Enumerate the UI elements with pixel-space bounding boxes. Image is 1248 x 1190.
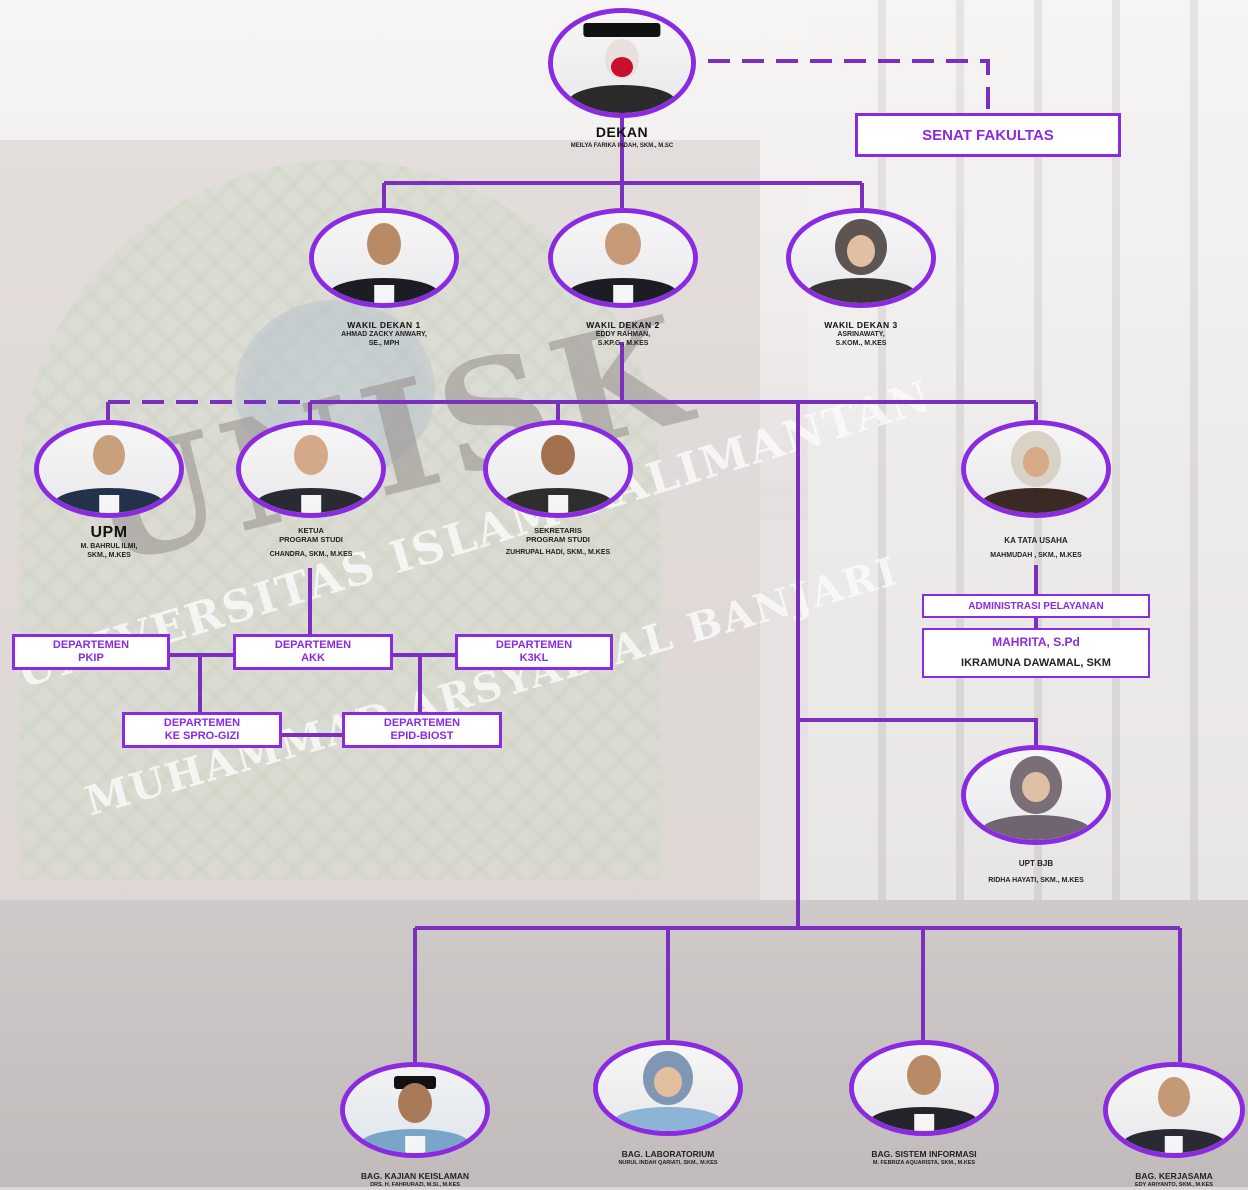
section-islamic-studies-title: BAG. KAJIAN KEISLAMAN (360, 1171, 470, 1181)
program-secretary-name: ZUHRUPAL HADI, SKM., M.Kes (505, 549, 611, 556)
upt-photo (961, 745, 1111, 845)
program-secretary-title: SEKRETARIS (534, 526, 582, 535)
section-islamic-studies[interactable]: BAG. KAJIAN KEISLAMAN DRS. H. FAHRURAZI,… (330, 1062, 500, 1190)
vice-dean-3-node[interactable]: WAKIL DEKAN 3 ASRINAWATY, S.Kom., M.Kes (786, 208, 936, 348)
admin-head-name: MAHMUDAH , SKM., M.Kes (990, 552, 1082, 559)
section-cooperation[interactable]: BAG. KERJASAMA EDY ARIYANTO, SKM., M.Kes (1100, 1062, 1248, 1190)
vice-dean-1-node[interactable]: WAKIL DEKAN 1 AHMAD ZACKY ANWARY, SE., M… (309, 208, 459, 348)
program-secretary-node[interactable]: SEKRETARIS PROGRAM STUDI ZUHRUPAL HADI, … (478, 420, 638, 557)
vice-dean-2-photo (548, 208, 698, 308)
senat-connector (708, 59, 990, 113)
dean-photo (548, 8, 696, 118)
vice-dean-1-title: WAKIL DEKAN 1 (347, 320, 421, 330)
admin-service-box[interactable]: ADMINISTRASI PELAYANAN (922, 594, 1150, 618)
admin-head-node[interactable]: KA TATA USAHA MAHMUDAH , SKM., M.Kes (950, 420, 1122, 560)
vice-dean-2-name: EDDY RAHMAN, (595, 331, 651, 338)
section-information-system[interactable]: BAG. SISTEM INFORMASI M. FEBRIZA AQUARIS… (838, 1040, 1010, 1168)
admin-staff-2: IKRAMUNA DAWAMAL, SKM (961, 657, 1111, 669)
senate-box[interactable]: SENAT FAKULTAS (855, 113, 1121, 157)
section-information-system-title: BAG. SISTEM INFORMASI (871, 1149, 977, 1159)
department-akk[interactable]: DEPARTEMEN AKK (233, 634, 393, 670)
building-base (0, 900, 1248, 1187)
upt-name: RIDHA HAYATI, SKM., M.Kes (988, 877, 1084, 884)
section-laboratory-title: BAG. LABORATORIUM (621, 1149, 715, 1159)
vice-dean-1-name: AHMAD ZACKY ANWARY, (341, 331, 427, 338)
admin-head-photo (961, 420, 1111, 518)
program-secretary-photo (483, 420, 633, 518)
vice-dean-2-node[interactable]: WAKIL DEKAN 2 EDDY RAHMAN, S.Kp.G., M.Ke… (548, 208, 698, 348)
dean-title: DEKAN (595, 124, 649, 140)
section-islamic-studies-name: DRS. H. FAHRURAZI, M.SI., M.Kes (370, 1182, 460, 1188)
vice-dean-1-photo (309, 208, 459, 308)
admin-staff-1: MAHRITA, S.Pd (992, 635, 1080, 649)
vice-dean-3-name: ASRINAWATY, (837, 331, 885, 338)
upm-photo (34, 420, 184, 518)
upm-title: UPM (90, 524, 128, 541)
section-laboratory[interactable]: BAG. LABORATORIUM NURUL INDAH QARIATI, S… (583, 1040, 753, 1168)
department-pkip[interactable]: DEPARTEMEN PKIP (12, 634, 170, 670)
vice-dean-2-title: WAKIL DEKAN 2 (586, 320, 660, 330)
department-k3kl[interactable]: DEPARTEMEN K3KL (455, 634, 613, 670)
program-head-photo (236, 420, 386, 518)
vice-dean-3-title: WAKIL DEKAN 3 (824, 320, 898, 330)
section-cooperation-name: EDY ARIYANTO, SKM., M.Kes (1135, 1182, 1213, 1188)
upm-node[interactable]: UPM M. BAHRUL ILMI, SKM., M.Kes (34, 420, 184, 560)
department-kespro-gizi[interactable]: DEPARTEMEN KE SPRO-GIZI (122, 712, 282, 748)
section-information-system-name: M. FEBRIZA AQUARISTA, SKM., M.Kes (872, 1160, 976, 1166)
section-cooperation-title: BAG. KERJASAMA (1135, 1171, 1213, 1181)
upm-name: M. BAHRUL ILMI, (80, 543, 138, 550)
dean-node[interactable]: DEKAN MEILYA FARIKA INDAH, SKM., M.Sc (548, 8, 696, 151)
section-laboratory-name: NURUL INDAH QARIATI, SKM., M.Kes (618, 1160, 718, 1166)
section-islamic-studies-photo (340, 1062, 490, 1158)
upt-node[interactable]: UPT BJB RIDHA HAYATI, SKM., M.Kes (950, 745, 1122, 885)
program-head-title: KETUA (298, 526, 324, 535)
upt-connector (798, 718, 1038, 745)
program-head-node[interactable]: KETUA PROGRAM STUDI CHANDRA, SKM., M.Kes (236, 420, 386, 559)
admin-staff-box[interactable]: MAHRITA, S.Pd IKRAMUNA DAWAMAL, SKM (922, 628, 1150, 678)
admin-head-title: KA TATA USAHA (1004, 536, 1068, 545)
program-head-name: CHANDRA, SKM., M.Kes (269, 551, 353, 558)
section-laboratory-photo (593, 1040, 743, 1136)
upt-title: UPT BJB (1018, 859, 1054, 868)
section-information-system-photo (849, 1040, 999, 1136)
department-epid-biost[interactable]: DEPARTEMEN EPID-BIOST (342, 712, 502, 748)
section-cooperation-photo (1103, 1062, 1245, 1158)
vice-dean-3-photo (786, 208, 936, 308)
dean-name: MEILYA FARIKA INDAH, SKM., M.Sc (570, 143, 674, 149)
